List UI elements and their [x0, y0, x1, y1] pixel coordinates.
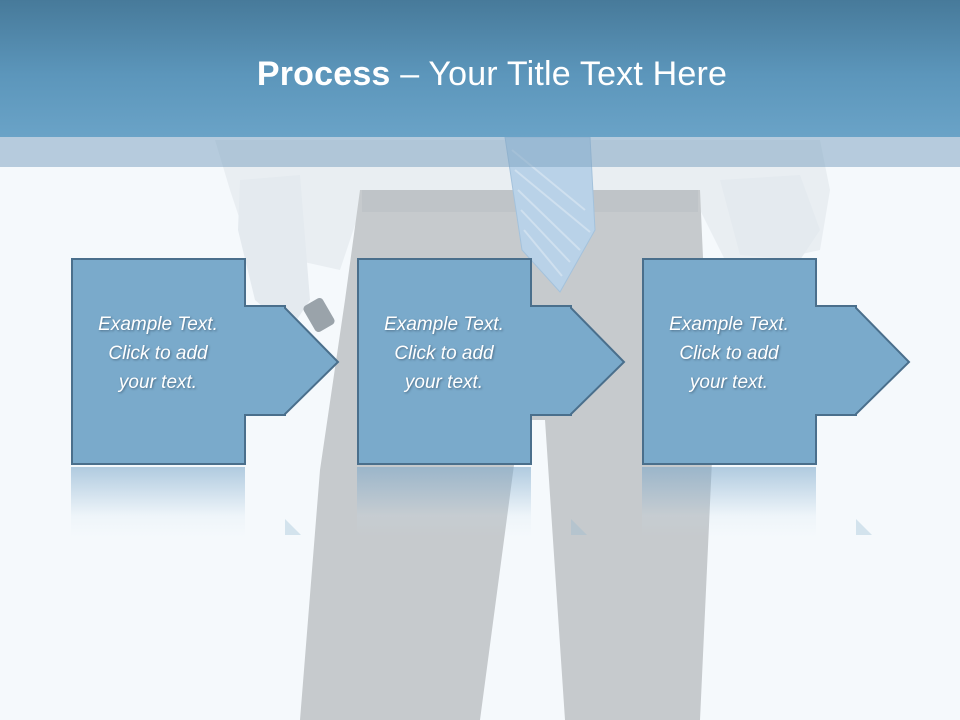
step-text-line: Example Text.	[384, 314, 504, 335]
step-text: Example Text. Click to add your text.	[642, 310, 816, 397]
slide-title[interactable]: Process – Your Title Text Here	[0, 52, 960, 96]
step-reflection	[71, 467, 245, 537]
step-text-line: Click to add	[108, 343, 208, 364]
step-text-line: Example Text.	[98, 314, 218, 335]
process-step-2[interactable]: Example Text. Click to add your text.	[357, 258, 626, 465]
step-reflection	[357, 467, 531, 537]
step-reflection	[642, 467, 816, 537]
title-rest: – Your Title Text Here	[390, 55, 728, 93]
step-text: Example Text. Click to add your text.	[357, 310, 531, 397]
arrow-box-shape	[357, 258, 626, 465]
arrow-reflection-icon	[571, 519, 587, 535]
title-bold: Process	[256, 55, 391, 93]
step-text-line: Click to add	[679, 343, 779, 364]
step-text-line: your text.	[118, 372, 198, 393]
arrow-reflection-icon	[285, 519, 301, 535]
process-step-1[interactable]: Example Text. Click to add your text.	[71, 258, 340, 465]
arrow-box-shape	[71, 258, 340, 465]
step-text-line: your text.	[404, 372, 484, 393]
step-text-line: Example Text.	[669, 314, 789, 335]
arrow-box-shape	[642, 258, 911, 465]
title-banner	[0, 0, 960, 137]
step-text-line: your text.	[689, 372, 769, 393]
step-text: Example Text. Click to add your text.	[71, 310, 245, 397]
process-step-3[interactable]: Example Text. Click to add your text.	[642, 258, 911, 465]
step-text-line: Click to add	[394, 343, 494, 364]
arrow-reflection-icon	[856, 519, 872, 535]
title-underband	[0, 137, 960, 167]
